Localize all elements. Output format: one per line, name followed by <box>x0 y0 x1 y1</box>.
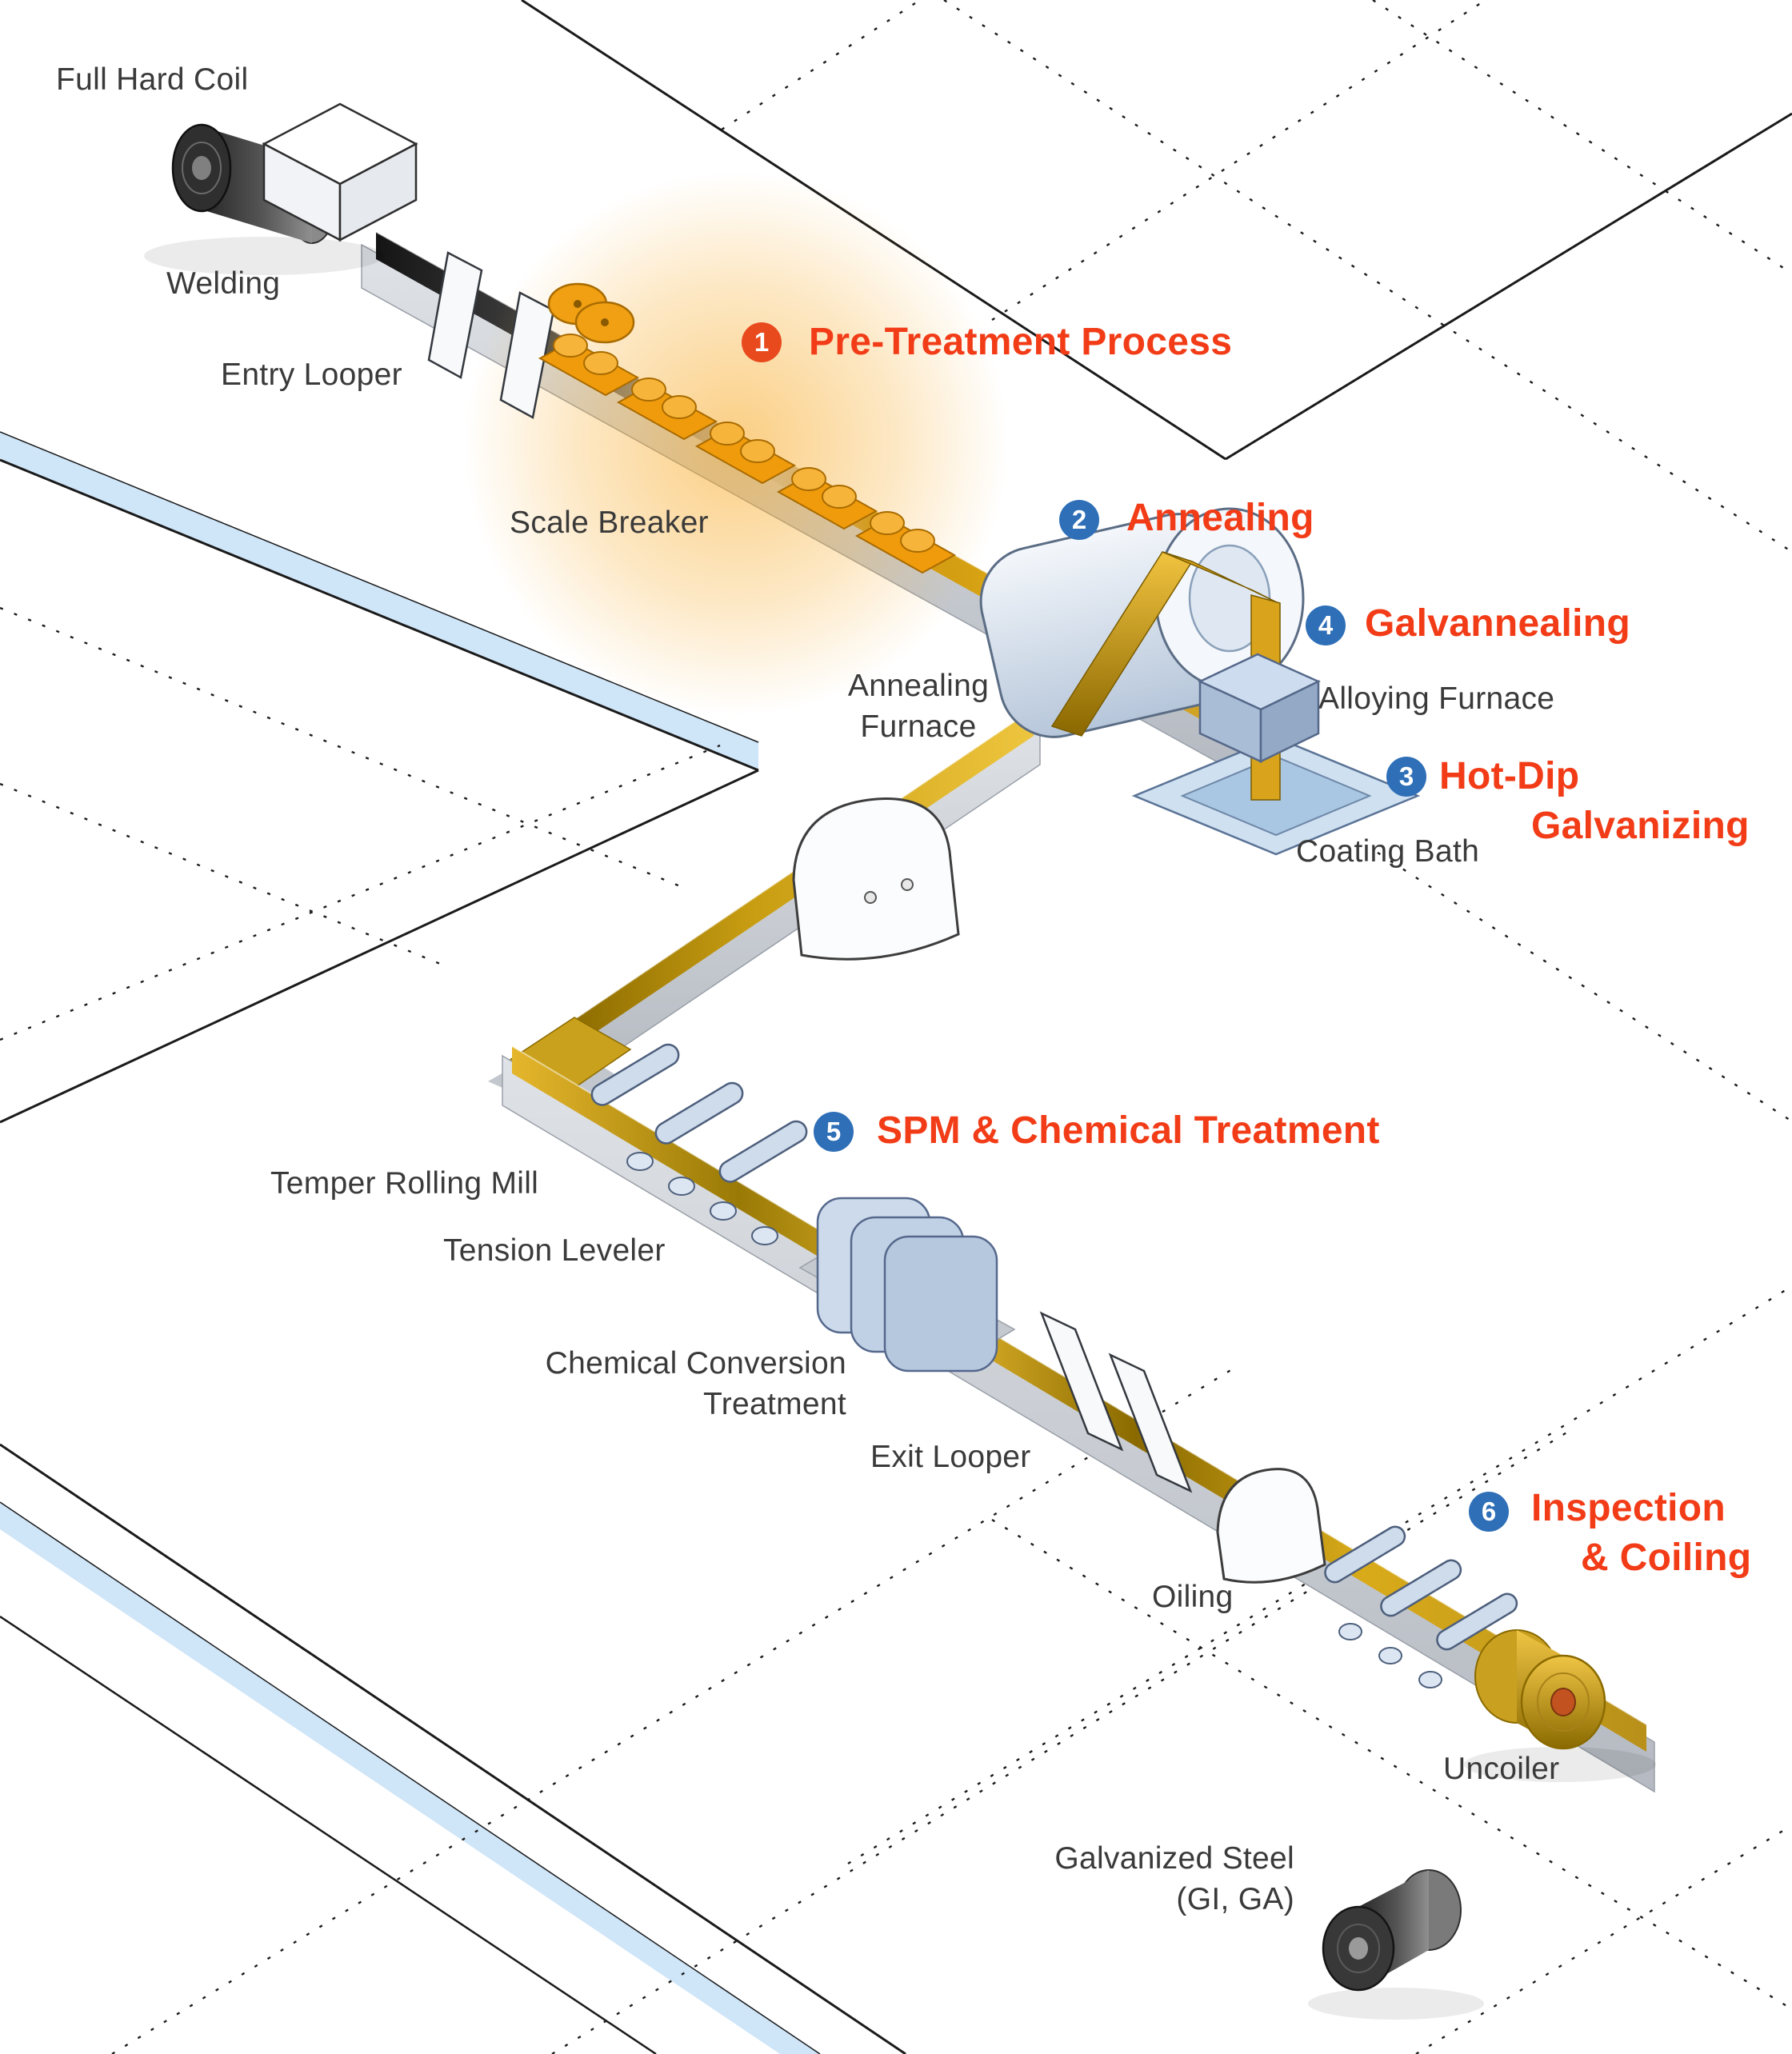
label-temper-rolling-mill: Temper Rolling Mill <box>270 1166 539 1201</box>
label-alloying-furnace: Alloying Furnace <box>1318 681 1555 716</box>
label-chemical-conversion-line1: Chemical Conversion <box>545 1346 846 1381</box>
label-scale-breaker: Scale Breaker <box>510 506 709 540</box>
step-1-badge: 1 <box>742 322 782 362</box>
step-4-label: Galvannealing <box>1365 602 1631 645</box>
step-2-label: Annealing <box>1126 497 1314 539</box>
label-galvanized-steel-line1: Galvanized Steel <box>1054 1841 1294 1876</box>
label-annealing-furnace: Annealing Furnace <box>848 666 989 747</box>
label-chemical-conversion-line2: Treatment <box>703 1386 846 1421</box>
label-exit-looper: Exit Looper <box>870 1440 1031 1474</box>
label-welding: Welding <box>166 266 281 301</box>
label-annealing-furnace-line2: Furnace <box>860 709 977 744</box>
label-oiling: Oiling <box>1152 1580 1234 1614</box>
scale-breaker-shape <box>538 282 957 574</box>
step-3-badge: 3 <box>1386 757 1426 797</box>
uncoiler-shape <box>1464 1629 1656 1782</box>
step-6-label-line1: Inspection <box>1531 1487 1726 1529</box>
chemical-treatment-shape <box>798 1197 1016 1373</box>
step-6-badge: 6 <box>1469 1492 1509 1532</box>
label-galvanized-steel: Galvanized Steel (GI, GA) <box>1054 1839 1294 1920</box>
label-galvanized-steel-line2: (GI, GA) <box>1176 1881 1294 1916</box>
temper-rolling-mill-shape <box>590 1043 808 1183</box>
step-2-badge: 2 <box>1059 500 1099 540</box>
step-3-label-line1: Hot-Dip <box>1439 755 1580 797</box>
tension-leveler-shape <box>626 1152 778 1245</box>
alloying-furnace-shape <box>1198 653 1321 763</box>
step-6-label-line2: & Coiling <box>1581 1537 1752 1579</box>
step-3-label-line2: Galvanizing <box>1531 805 1750 847</box>
galvanized-steel-coil-shape <box>1308 1869 1484 2020</box>
step-5-label: SPM & Chemical Treatment <box>877 1109 1380 1152</box>
label-tension-leveler: Tension Leveler <box>443 1233 666 1268</box>
label-full-hard-coil: Full Hard Coil <box>56 62 249 97</box>
inspection-rollers-shape <box>1324 1525 1518 1688</box>
label-coating-bath: Coating Bath <box>1296 834 1480 869</box>
oiling-shape <box>1216 1468 1326 1584</box>
label-annealing-furnace-line1: Annealing <box>847 669 990 703</box>
label-uncoiler: Uncoiler <box>1443 1752 1560 1786</box>
entry-looper-shape <box>427 251 555 419</box>
cooling-arch-machine <box>792 797 960 961</box>
step-1-label: Pre-Treatment Process <box>809 321 1233 363</box>
label-entry-looper: Entry Looper <box>221 358 402 392</box>
welding-machine-shape <box>262 102 418 242</box>
label-chemical-conversion: Chemical Conversion Treatment <box>546 1344 846 1425</box>
step-4-badge: 4 <box>1306 605 1346 645</box>
exit-looper-shape <box>1039 1311 1193 1493</box>
step-5-badge: 5 <box>814 1112 854 1152</box>
